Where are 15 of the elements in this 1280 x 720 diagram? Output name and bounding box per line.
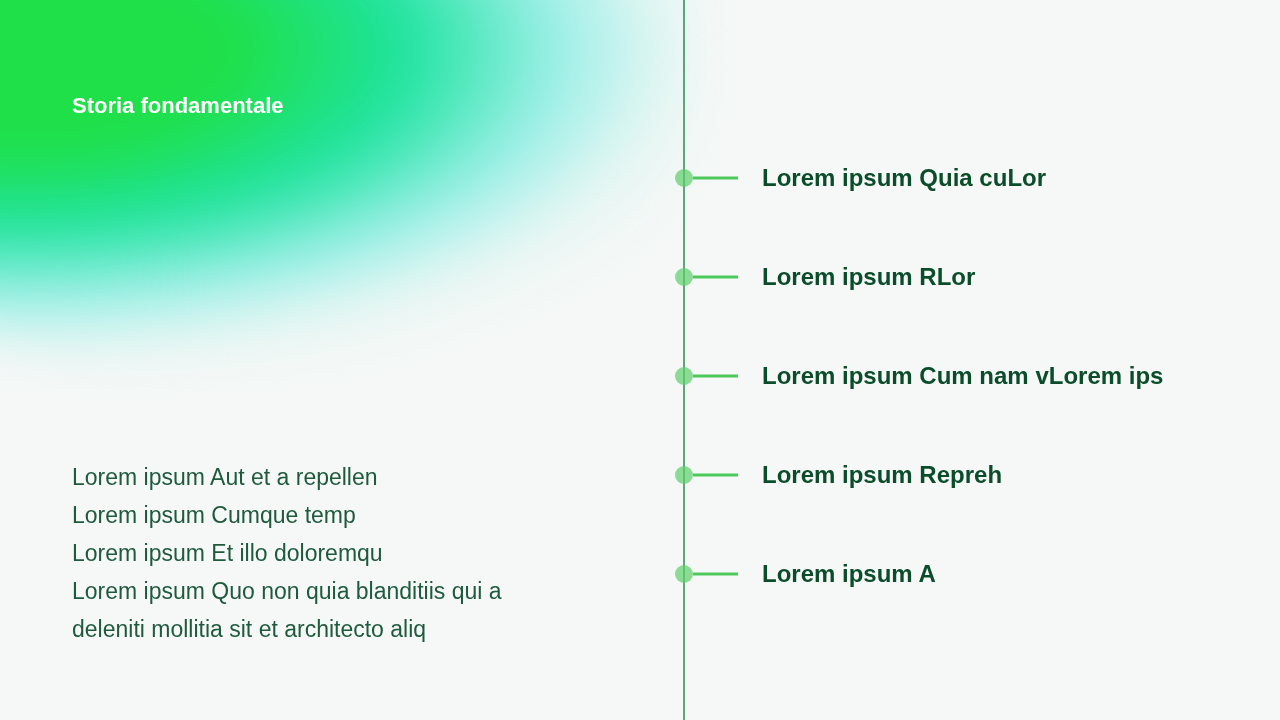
milestone-text: Lorem ipsum A [762, 559, 936, 589]
connector-line [693, 374, 738, 378]
milestone-text: Lorem ipsum RLor [762, 262, 976, 292]
body-text: Lorem ipsum Quo non quia blanditiis qui a deleniti mollitia sit et architecto aliq [72, 577, 503, 644]
connector-line [693, 176, 738, 180]
connector-line [693, 473, 738, 477]
body-text: Lorem ipsum Cumque temp [72, 501, 357, 530]
slide-title: Storia fondamentale [72, 92, 284, 120]
milestone-text: Lorem ipsum Cum nam vLorem ips [762, 361, 1164, 391]
milestone-text: Lorem ipsum Quia cuLor [762, 163, 1047, 193]
milestone-text: Lorem ipsum Repreh [762, 460, 1003, 490]
body-text: Lorem ipsum Et illo doloremqu [72, 539, 384, 568]
body-text: Lorem ipsum Aut et a repellen [72, 463, 379, 492]
connector-line [693, 275, 738, 279]
connector-line [693, 572, 738, 576]
